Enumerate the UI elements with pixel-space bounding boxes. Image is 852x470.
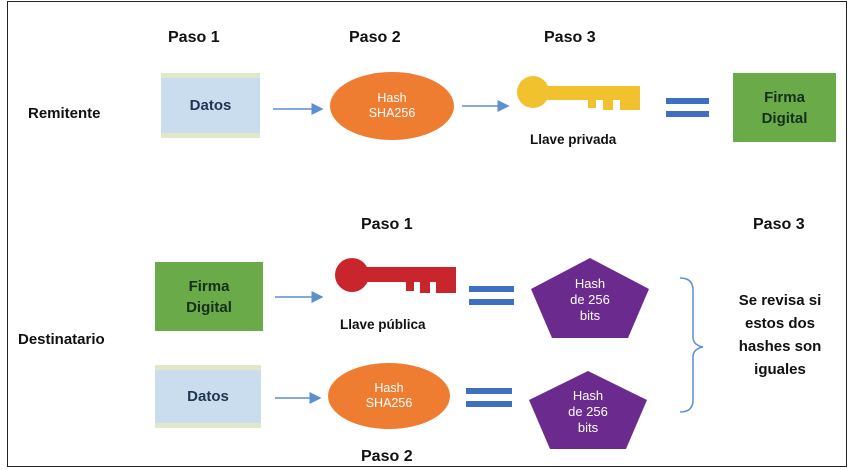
diagram-frame (7, 1, 847, 467)
verify-note-line4: iguales (754, 361, 806, 378)
receiver-signature-line2: Digital (186, 298, 232, 316)
receiver-role-label: Destinatario (18, 331, 105, 348)
sender-role-label: Remitente (28, 105, 101, 122)
private-key-icon (517, 76, 640, 110)
verify-note-line3: hashes son (738, 338, 822, 355)
sender-hash-line2: SHA256 (368, 106, 416, 120)
pentagon-2-line3: bits (577, 420, 599, 435)
pentagon-1-line1: Hash (574, 276, 606, 291)
equals-icon-receiver-1 (469, 286, 514, 305)
pentagon-1-line2: de 256 (570, 292, 610, 307)
hash-pentagon-1 (531, 258, 649, 338)
sender-signature-line1: Firma (764, 88, 805, 106)
sender-data-label: Datos (189, 97, 232, 114)
pentagon-2-line1: Hash (572, 388, 604, 403)
step-2-label-receiver: Paso 2 (361, 448, 413, 465)
receiver-signature-box: Firma Digital (155, 262, 263, 331)
public-key-caption: Llave pública (340, 317, 426, 332)
hash-pentagon-2-text: Hash de 256 bits (544, 388, 632, 436)
pentagon-2-line2: de 256 (568, 404, 608, 419)
receiver-data-box: Datos (155, 365, 261, 428)
sender-hash-ellipse: Hash SHA256 (330, 72, 454, 140)
verify-note-line2: estos dos (744, 315, 816, 332)
verify-note: Se revisa si estos dos hashes son iguale… (718, 289, 842, 381)
sender-data-box: Datos (161, 73, 260, 138)
step-1-label-receiver: Paso 1 (361, 216, 413, 233)
hash-pentagon-2 (529, 371, 647, 449)
right-brace-icon (679, 277, 704, 413)
receiver-data-label: Datos (187, 388, 229, 405)
sender-signature-line2: Digital (761, 109, 808, 127)
step-3-label-top: Paso 3 (544, 29, 596, 46)
step-1-label-top: Paso 1 (168, 29, 220, 46)
equals-icon-receiver-2 (466, 388, 512, 407)
private-key-caption: Llave privada (530, 132, 617, 147)
pentagon-1-line3: bits (579, 308, 601, 323)
receiver-hash-line1: Hash (374, 381, 404, 395)
step-2-label-top: Paso 2 (349, 29, 401, 46)
verify-note-line1: Se revisa si (738, 292, 822, 309)
equals-icon-sender (666, 98, 709, 117)
receiver-hash-ellipse: Hash SHA256 (328, 363, 450, 429)
sender-signature-box: Firma Digital (733, 73, 836, 142)
receiver-hash-line2: SHA256 (365, 396, 413, 410)
hash-pentagon-1-text: Hash de 256 bits (546, 276, 634, 324)
step-3-label-receiver: Paso 3 (753, 216, 805, 233)
public-key-icon (335, 258, 456, 293)
sender-hash-line1: Hash (377, 91, 407, 105)
receiver-signature-line1: Firma (188, 277, 230, 295)
